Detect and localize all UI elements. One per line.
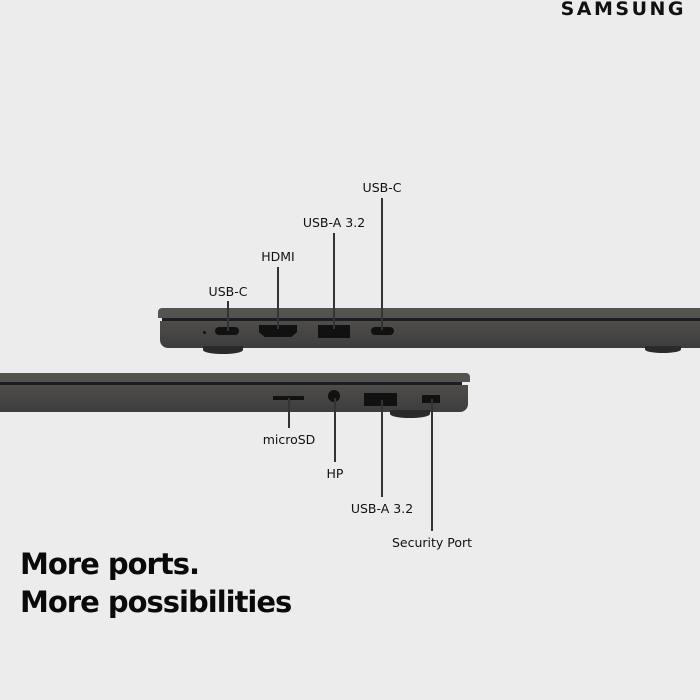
leader-hp: [334, 398, 336, 462]
label-hdmi: HDMI: [261, 249, 295, 264]
label-usb-c-1: USB-C: [208, 284, 248, 299]
headline-line-2: More possibilities: [20, 585, 292, 619]
leader-security-port: [431, 399, 433, 531]
leader-microsd: [288, 398, 290, 428]
samsung-logo: SAMSUNG: [560, 0, 686, 20]
leader-usb-c-2: [381, 198, 383, 330]
label-security-port: Security Port: [391, 535, 473, 550]
headphone-jack: [328, 390, 340, 402]
laptop-bottom-side-view: [0, 373, 472, 418]
headline: More ports. More possibilities: [20, 545, 292, 621]
hdmi-port: [259, 325, 297, 337]
usb-a-port-top: [318, 325, 350, 338]
label-hp: HP: [326, 466, 344, 481]
label-usb-a-bottom: USB-A 3.2: [350, 501, 414, 516]
usb-c-port-right: [371, 327, 394, 335]
leader-usb-a-bottom: [381, 400, 383, 497]
label-usb-a-top: USB-A 3.2: [302, 215, 366, 230]
leader-hdmi: [277, 267, 279, 329]
usb-a-port-bottom: [364, 393, 397, 406]
label-microsd: microSD: [262, 432, 316, 447]
label-usb-c-2: USB-C: [362, 180, 402, 195]
headline-line-1: More ports.: [20, 547, 200, 581]
leader-usb-c-1: [227, 301, 229, 331]
usb-c-port-left: [215, 327, 239, 335]
laptop-top-side-view: [158, 308, 700, 354]
leader-usb-a-top: [333, 233, 335, 329]
